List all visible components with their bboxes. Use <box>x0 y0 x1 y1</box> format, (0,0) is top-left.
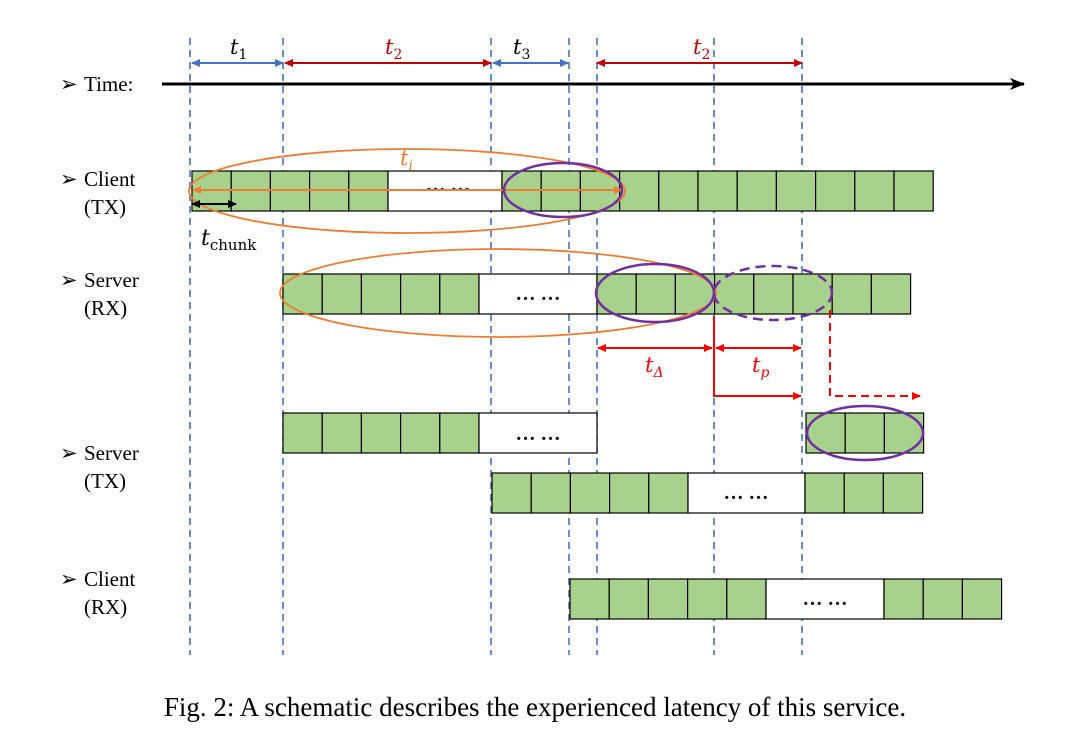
guide-lines <box>189 38 803 655</box>
window-ellipses: ti <box>188 146 717 338</box>
server-rx-label-1: Server <box>84 268 139 292</box>
client-rx-dots: … … <box>803 588 848 610</box>
client-tx-chunk-14 <box>814 170 856 212</box>
server-tx2-chunk-7 <box>843 472 885 514</box>
client-tx-chunk-11 <box>697 170 738 212</box>
server-rx-chunk-13 <box>870 273 912 315</box>
client-rx-chunk-4 <box>686 578 728 620</box>
server-rx-chunk-4 <box>400 273 441 315</box>
server-tx2-chunk-2 <box>530 472 572 514</box>
server-tx1-chunk-4 <box>400 412 441 454</box>
client-tx-label-2: (TX) <box>84 195 126 219</box>
server-tx-label-2: (TX) <box>84 469 126 493</box>
client-rx-chunk-2 <box>608 578 650 620</box>
server-rx-chunk-10 <box>753 273 794 315</box>
highlight-server-tx <box>805 404 925 462</box>
t2-label-first: t2 <box>385 35 402 63</box>
server-tx2-chunk-1 <box>491 472 532 514</box>
ti-window-client <box>188 148 626 234</box>
server-rx-chunk-12 <box>831 273 873 315</box>
server-tx2-chunk-8 <box>882 472 924 514</box>
server-tx1-dots: … … <box>516 423 561 445</box>
server-tx1-chunk-2 <box>321 412 363 454</box>
server-rx-bar <box>282 273 912 315</box>
t3-label: t3 <box>513 35 530 63</box>
server-rx-bullet-icon: ➢ <box>60 268 78 292</box>
server-tx2-chunk-4 <box>608 472 650 514</box>
client-rx-chunk-7 <box>922 578 964 620</box>
interval-brackets: t1 t2 t3 t2 <box>191 35 803 67</box>
server-rx-chunk-3 <box>360 273 402 315</box>
server-tx1-bar <box>282 412 598 454</box>
tchunk-label: tchunk <box>201 226 257 254</box>
ti-window-server <box>279 248 717 338</box>
client-rx-chunk-5 <box>726 578 767 620</box>
client-rx-label-1: Client <box>84 567 135 591</box>
server-tx-bullet-icon: ➢ <box>60 441 78 465</box>
tdelta-label: tΔ <box>645 353 664 381</box>
server-rx-label-2: (RX) <box>84 296 127 320</box>
server-tx3-chunk-1 <box>805 412 846 454</box>
server-tx3-chunk-2 <box>844 412 886 454</box>
server-rx-chunk-5 <box>439 273 480 315</box>
server-tx2-gap <box>687 472 806 514</box>
server-rx-dots: … … <box>516 283 561 305</box>
ti-label: ti <box>400 146 413 174</box>
t2-label-second: t2 <box>693 35 710 63</box>
server-tx3-chunk-3 <box>883 412 925 454</box>
server-tx1-chunk-3 <box>360 412 402 454</box>
processing-path-dashed <box>829 310 921 400</box>
highlight-ellipses <box>502 161 925 462</box>
server-tx2-bar <box>491 472 924 514</box>
server-tx-label-1: Server <box>84 441 139 465</box>
client-tx-chunk-15 <box>854 170 895 212</box>
server-tx2-chunk-3 <box>569 472 611 514</box>
client-rx-chunk-8 <box>961 578 1003 620</box>
client-rx-chunk-6 <box>883 578 924 620</box>
server-rx-chunk-7 <box>635 273 677 315</box>
server-rx-chunk-2 <box>321 273 363 315</box>
highlight-server-rx <box>594 262 716 324</box>
client-tx-label-1: Client <box>84 167 135 191</box>
client-rx-gap <box>765 578 885 620</box>
highlight-client-tx <box>502 161 624 219</box>
server-tx1-chunk-1 <box>282 412 323 454</box>
server-tx2-chunk-6 <box>804 472 845 514</box>
client-rx-bullet-icon: ➢ <box>60 567 78 591</box>
processing-path <box>713 316 802 400</box>
t1-label: t1 <box>230 35 247 63</box>
client-rx-label-2: (RX) <box>84 595 127 619</box>
server-rx-chunk-9 <box>713 273 755 315</box>
server-tx2-chunk-5 <box>648 472 689 514</box>
server-rx-chunk-11 <box>792 273 833 315</box>
time-row: ➢ Time: <box>60 72 1025 96</box>
client-tx-chunk-16 <box>893 170 934 212</box>
server-tx2-dots: … … <box>724 482 769 504</box>
time-bullet-icon: ➢ <box>60 72 78 96</box>
latency-arrows: tΔ tp <box>597 310 921 400</box>
client-tx-bullet-icon: ➢ <box>60 167 78 191</box>
server-tx1-chunk-5 <box>439 412 480 454</box>
client-tx-chunk-13 <box>775 170 817 212</box>
tchunk-marker: tchunk <box>191 200 257 254</box>
client-rx-chunk-3 <box>647 578 689 620</box>
client-tx-chunk-12 <box>736 170 778 212</box>
gap-dots: ··· ··· … … … … … … … … <box>425 179 847 610</box>
figure-caption: Fig. 2: A schematic describes the experi… <box>163 692 907 722</box>
highlight-server-rx-dashed <box>712 264 834 322</box>
latency-schematic: t1 t2 t3 t2 ➢ Time: ➢ Client (TX) ➢ Serv… <box>60 35 1025 655</box>
tp-label: tp <box>752 353 769 381</box>
row-labels: ➢ Client (TX) ➢ Server (RX) ➢ Server (TX… <box>60 167 139 619</box>
server-tx1-gap <box>478 412 598 454</box>
client-rx-bar <box>569 578 1003 620</box>
client-tx-chunk-10 <box>658 170 699 212</box>
client-rx-chunk-1 <box>569 578 610 620</box>
time-label: Time: <box>84 72 133 96</box>
server-tx3-bar <box>805 412 925 454</box>
